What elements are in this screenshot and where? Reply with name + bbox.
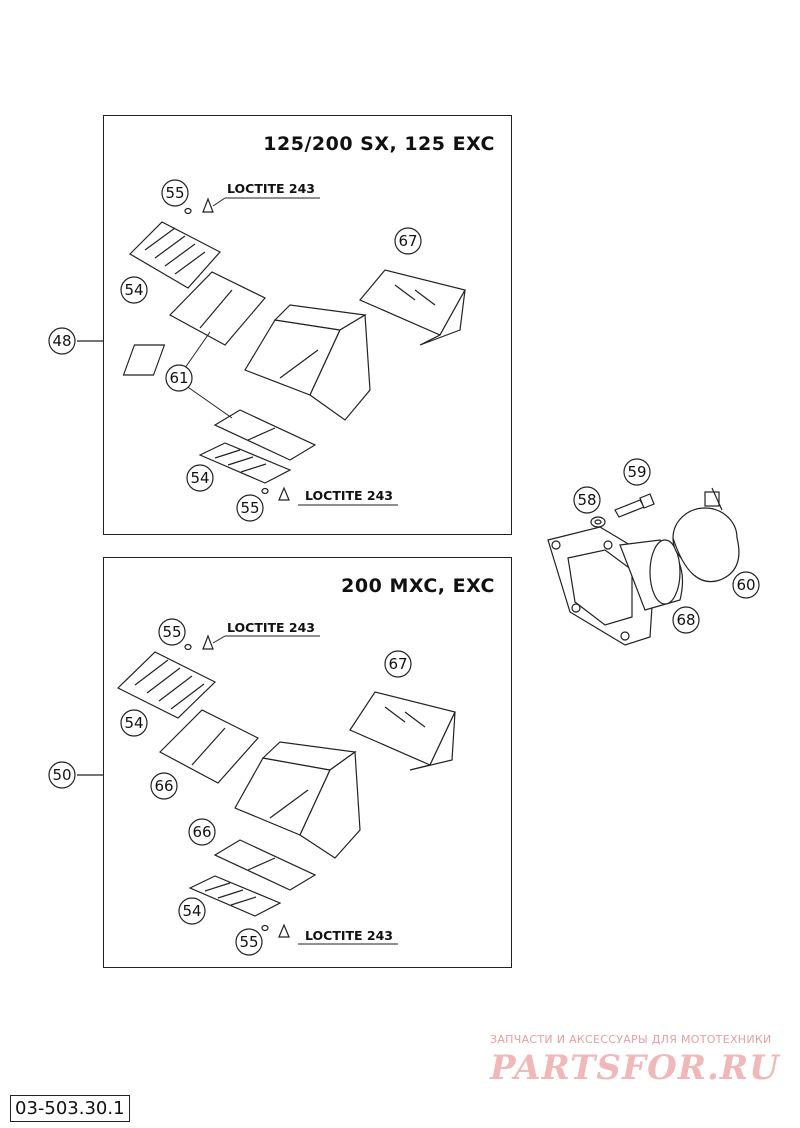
reed-stop-plate: [188, 875, 282, 917]
callout-58: 58: [573, 486, 601, 514]
callout-59: 59: [623, 458, 651, 486]
svg-text:54: 54: [190, 469, 209, 487]
callout-48: 48: [48, 327, 76, 355]
svg-text:55: 55: [165, 184, 184, 202]
svg-text:50: 50: [52, 766, 71, 784]
svg-text:60: 60: [736, 576, 755, 594]
callout-67: 67: [384, 650, 412, 678]
svg-text:67: 67: [388, 655, 407, 673]
reed-petal: [169, 271, 266, 346]
svg-text:54: 54: [124, 281, 143, 299]
reed-valve-block: [122, 304, 371, 421]
loctite-label: LOCTITE 243: [305, 488, 393, 503]
screw-part: [261, 923, 290, 938]
svg-text:66: 66: [154, 777, 173, 795]
svg-text:55: 55: [162, 623, 181, 641]
loctite-label: LOCTITE 243: [305, 928, 393, 943]
loctite-label: LOCTITE 243: [227, 181, 315, 196]
svg-text:55: 55: [240, 499, 259, 517]
callout-55: 55: [236, 494, 264, 522]
reed-stop-plate: [116, 651, 217, 719]
callout-67: 67: [394, 227, 422, 255]
svg-text:66: 66: [192, 823, 211, 841]
callout-54: 54: [120, 709, 148, 737]
svg-text:59: 59: [627, 463, 646, 481]
hose-clamp: [672, 487, 740, 583]
diagram-code: 03-503.30.1: [10, 1095, 130, 1122]
watermark-logo: PARTSFOR.RU: [490, 1048, 780, 1088]
callout-66: 66: [188, 818, 216, 846]
reed-petal: [213, 839, 317, 891]
callout-60: 60: [732, 571, 760, 599]
bolt: [614, 493, 655, 518]
reed-stop-plate: [198, 442, 292, 484]
svg-text:54: 54: [124, 714, 143, 732]
screw-part: [261, 486, 290, 501]
svg-text:48: 48: [52, 332, 71, 350]
svg-text:61: 61: [169, 369, 188, 387]
svg-text:58: 58: [577, 491, 596, 509]
callout-54: 54: [186, 464, 214, 492]
svg-text:54: 54: [182, 902, 201, 920]
panel-title: 125/200 SX, 125 EXC: [263, 133, 495, 155]
svg-text:55: 55: [239, 933, 258, 951]
callout-55: 55: [161, 179, 189, 207]
callout-66: 66: [150, 772, 178, 800]
callout-61: 61: [165, 364, 193, 392]
intake-rubber-sleeve: [619, 539, 684, 611]
callout-54: 54: [178, 897, 206, 925]
panel-title: 200 MXC, EXC: [341, 575, 495, 597]
callout-54: 54: [120, 276, 148, 304]
reed-valve-block: [234, 741, 361, 859]
washer: [590, 516, 606, 528]
screw-part: [184, 634, 214, 651]
callout-55: 55: [158, 618, 186, 646]
callout-50: 50: [48, 761, 76, 789]
svg-text:67: 67: [398, 232, 417, 250]
reed-petal: [213, 409, 317, 461]
screw-part: [184, 197, 214, 215]
svg-text:68: 68: [676, 611, 695, 629]
reed-petal: [159, 709, 259, 784]
intake-cover: [349, 691, 456, 771]
reed-stop-plate: [129, 221, 221, 289]
callout-55: 55: [235, 928, 263, 956]
intake-cover: [359, 269, 466, 346]
callout-68: 68: [672, 606, 700, 634]
loctite-label: LOCTITE 243: [227, 620, 315, 635]
watermark-tagline: ЗАПЧАСТИ И АКСЕССУАРЫ ДЛЯ МОТОТЕХНИКИ: [490, 1033, 772, 1046]
